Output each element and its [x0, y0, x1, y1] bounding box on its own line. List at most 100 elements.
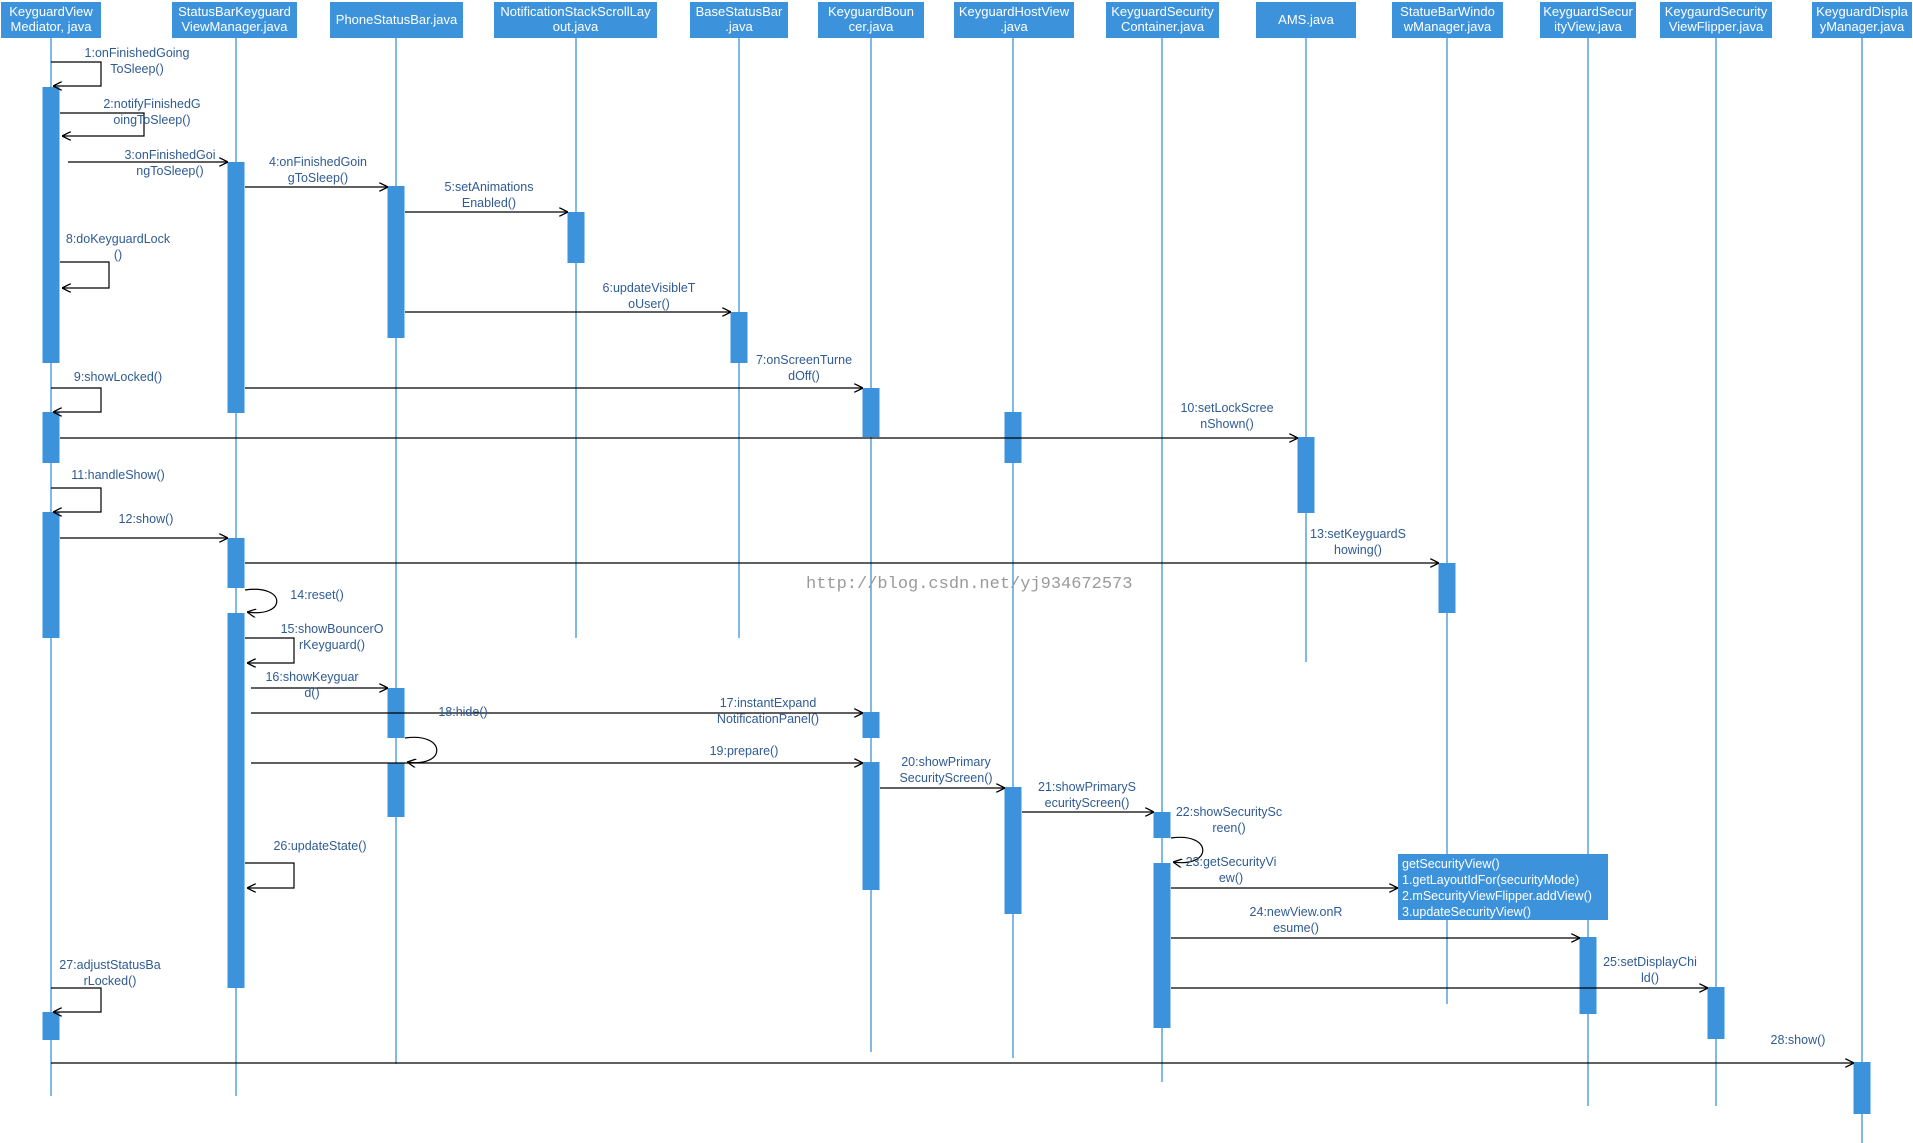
activation-bar	[44, 96, 58, 186]
label-line: 15:showBouncerO	[281, 622, 384, 636]
label-line: 27:adjustStatusBa	[59, 958, 161, 972]
label-line: StatusBarKeyguard	[178, 4, 291, 19]
label-line: 9:showLocked()	[74, 370, 162, 384]
label-line: KeygaurdSecurity	[1665, 4, 1768, 19]
label-line: Container.java	[1121, 19, 1205, 34]
participant-box	[330, 2, 463, 38]
activation-bar	[567, 212, 585, 263]
activation-bar	[1707, 987, 1725, 1039]
activation-bar	[227, 162, 245, 413]
label-line: yManager.java	[1820, 19, 1905, 34]
activation-bar	[45, 240, 57, 338]
activation-bar	[862, 762, 880, 890]
participant-box	[1540, 2, 1636, 38]
participant-psb: PhoneStatusBar.java	[330, 2, 463, 38]
activation-bar	[387, 763, 405, 817]
self-message-arrow	[51, 387, 102, 412]
participant-box	[172, 2, 297, 38]
label-line: 26:updateState()	[273, 839, 366, 853]
label-line: 28:show()	[1771, 1033, 1826, 1047]
label-line: getSecurityView()	[1402, 857, 1500, 871]
label-line: esume()	[1273, 921, 1319, 935]
label-line: ew()	[1219, 871, 1243, 885]
self-message-arrow	[404, 736, 438, 762]
activation-bar	[42, 412, 60, 463]
activation-bar	[387, 186, 405, 338]
participant-box	[494, 2, 657, 38]
activation-bar	[1297, 437, 1315, 513]
label-line: 16:showKeyguar	[265, 670, 358, 684]
label-line: Mediator, java	[11, 19, 93, 34]
label-line: Enabled()	[462, 196, 516, 210]
label-line: rKeyguard()	[299, 638, 365, 652]
label-line: 10:setLockScree	[1180, 401, 1273, 415]
label-line: oingToSleep()	[113, 113, 190, 127]
participant-bsb: BaseStatusBar.java	[690, 2, 788, 38]
note-rect	[1398, 854, 1608, 920]
label-line: 1:onFinishedGoing	[85, 46, 190, 60]
label-line: .java	[725, 19, 753, 34]
watermark: http://blog.csdn.net/yj934672573	[806, 575, 1132, 594]
label-line: 7:onScreenTurne	[756, 353, 852, 367]
activation-bar	[42, 1012, 60, 1040]
activation-bar	[42, 512, 60, 638]
self-message-arrow	[60, 261, 110, 288]
label-line: 8:doKeyguardLock	[66, 232, 171, 246]
self-message-arrow	[245, 637, 295, 663]
self-message-arrow	[51, 487, 102, 512]
activation-bar	[1853, 1062, 1871, 1114]
label-line: KeyguardSecur	[1543, 4, 1633, 19]
participant-box	[1106, 2, 1219, 38]
label-line: 14:reset()	[290, 588, 344, 602]
activation-bar	[1153, 863, 1171, 1028]
label-line: NotificationStackScrollLay	[500, 4, 651, 19]
activation-bar	[229, 638, 243, 788]
note-box: getSecurityView()1.getLayoutIdFor(securi…	[1398, 854, 1608, 920]
activation-bar	[730, 312, 748, 363]
label-line: PhoneStatusBar.java	[336, 12, 458, 27]
label-line: nShown()	[1200, 417, 1254, 431]
label-line: 18:hide()	[438, 705, 487, 719]
participant-ams: AMS.java	[1256, 2, 1356, 38]
label-line: ToSleep()	[110, 62, 164, 76]
participant-box	[690, 2, 788, 38]
label-line: ()	[114, 248, 122, 262]
label-line: rLocked()	[84, 974, 137, 988]
label-line: gToSleep()	[288, 171, 348, 185]
self-message-arrow	[51, 61, 102, 86]
label-line: 21:showPrimaryS	[1038, 780, 1136, 794]
activation-bar	[1579, 937, 1597, 1014]
label-line: ViewFlipper.java	[1669, 19, 1764, 34]
label-line: ecurityScreen()	[1045, 796, 1130, 810]
participant-box	[1256, 2, 1356, 38]
label-line: 13:setKeyguardS	[1310, 527, 1406, 541]
label-line: ngToSleep()	[136, 164, 203, 178]
participant-box	[1660, 2, 1772, 38]
self-message-arrow	[244, 588, 278, 612]
label-line: 20:showPrimary	[901, 755, 991, 769]
self-message-arrow	[60, 112, 145, 136]
label-line: 11:handleShow()	[71, 468, 165, 482]
label-line: 17:instantExpand	[720, 696, 817, 710]
participant-box	[1812, 2, 1912, 38]
label-line: 23:getSecurityVi	[1186, 855, 1277, 869]
label-line: 22:showSecuritySc	[1176, 805, 1282, 819]
label-line: ityView.java	[1554, 19, 1622, 34]
label-line: 19:prepare()	[710, 744, 779, 758]
activation-bar	[1153, 812, 1171, 838]
label-line: dOff()	[788, 369, 820, 383]
participant-box	[1392, 2, 1503, 38]
label-line: KeyguardDispla	[1816, 4, 1909, 19]
label-line: KeyguardView	[9, 4, 93, 19]
activation-bar	[227, 538, 245, 588]
label-line: KeyguardSecurity	[1111, 4, 1214, 19]
label-line: 6:updateVisibleT	[603, 281, 696, 295]
